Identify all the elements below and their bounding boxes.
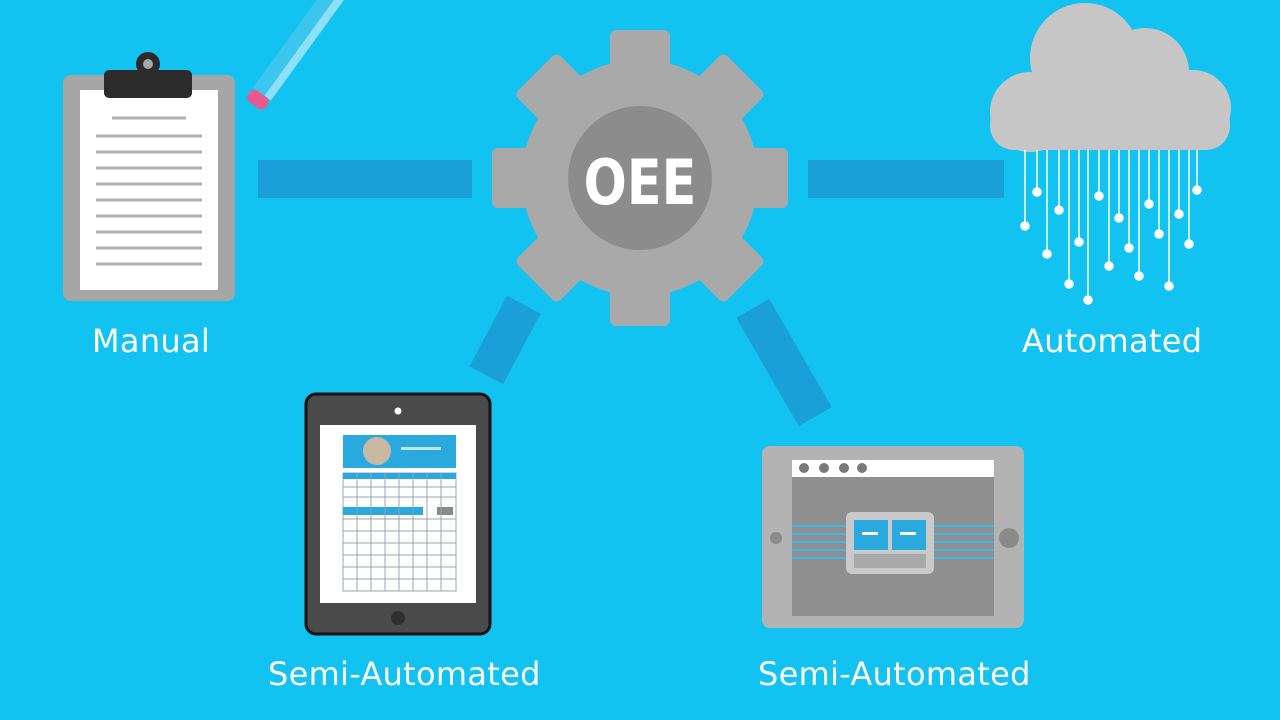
oee-label: OEE bbox=[584, 147, 697, 219]
connector-automated bbox=[808, 160, 1004, 198]
tablet-spreadsheet-icon bbox=[304, 392, 492, 636]
semi-automated-right-label: Semi-Automated bbox=[758, 655, 1031, 693]
cloud-data-icon bbox=[990, 3, 1231, 305]
semi-automated-left-label: Semi-Automated bbox=[268, 655, 541, 693]
connector-manual bbox=[258, 160, 472, 198]
gear-icon: OEE bbox=[492, 30, 788, 326]
clipboard-with-pencil-icon bbox=[63, 0, 360, 301]
manual-label: Manual bbox=[92, 322, 211, 360]
automated-label: Automated bbox=[1022, 322, 1203, 360]
dashboard-screen-icon bbox=[762, 446, 1024, 628]
